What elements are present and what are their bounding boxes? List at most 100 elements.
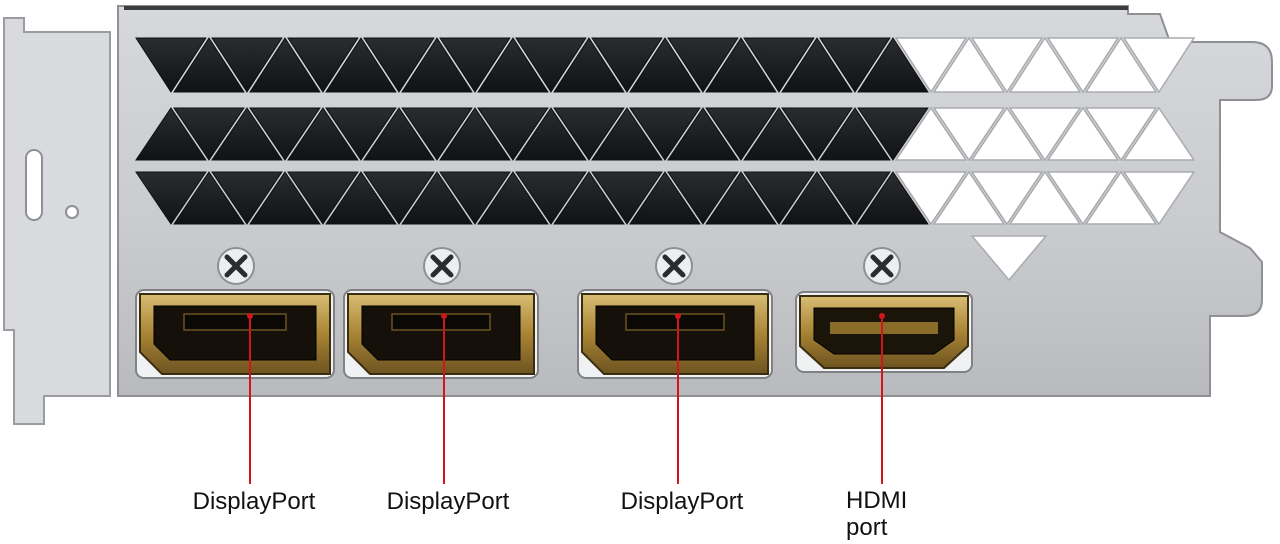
vent-hole: [363, 37, 435, 93]
leader-line: [441, 313, 447, 484]
vent-hole: [363, 107, 435, 161]
vent-hole: [667, 37, 739, 93]
vent-hole: [135, 171, 207, 225]
vent-hole: [1046, 106, 1120, 161]
screw-icon: [217, 247, 255, 285]
vent-hole: [1084, 36, 1158, 93]
vent-hole: [173, 107, 245, 161]
vent-hole: [401, 107, 473, 161]
vent-hole: [363, 171, 435, 225]
vent-hole: [477, 171, 549, 225]
vent-hole: [894, 37, 968, 94]
vent-hole: [705, 107, 777, 161]
hdmi-port: [795, 291, 973, 373]
vent-hole: [439, 37, 511, 93]
vent-hole: [401, 37, 473, 93]
vent-hole: [970, 37, 1044, 94]
screw-icon: [863, 247, 901, 285]
vent-hole: [173, 37, 245, 93]
vent-hole: [894, 171, 968, 226]
vent-hole: [857, 37, 929, 93]
displayport-label: DisplayPort: [192, 488, 316, 515]
vent-hole: [857, 171, 929, 225]
vent-hole: [629, 37, 701, 93]
displayport-label: DisplayPort: [386, 488, 510, 515]
vent-hole: [1122, 171, 1196, 226]
vent-hole: [1008, 107, 1082, 162]
vent-hole: [819, 107, 891, 161]
leader-line: [247, 313, 253, 484]
vent-hole: [553, 171, 625, 225]
displayport-port: [343, 289, 539, 379]
vent-hole: [249, 37, 321, 93]
vent-hole: [249, 171, 321, 225]
port-group: [135, 247, 973, 484]
vent-hole: [970, 171, 1044, 226]
vent-hole: [705, 171, 777, 225]
vent-hole: [743, 37, 815, 93]
vent-hole: [211, 171, 283, 225]
vent-hole: [667, 171, 739, 225]
vent-hole: [1084, 107, 1158, 162]
vent-hole: [781, 37, 853, 93]
leader-line: [675, 313, 681, 484]
vent-hole: [477, 37, 549, 93]
vent-hole: [515, 171, 587, 225]
vent-hole: [857, 107, 929, 161]
vent-hole: [325, 37, 397, 93]
vent-hole: [325, 171, 397, 225]
vent-hole: [173, 171, 245, 225]
vent-hole: [439, 107, 511, 161]
vent-hole: [591, 171, 663, 225]
vent-hole: [781, 171, 853, 225]
vent-hole: [211, 37, 283, 93]
vent-hole: [629, 107, 701, 161]
vent-hole: [932, 107, 1006, 162]
vent-hole: [743, 107, 815, 161]
vent-grille: [135, 36, 1196, 282]
displayport-port: [135, 289, 335, 379]
vent-hole: [515, 107, 587, 161]
leader-line: [879, 313, 885, 484]
vent-hole: [249, 107, 321, 161]
vent-hole: [515, 37, 587, 93]
vent-hole: [401, 171, 473, 225]
screw-icon: [655, 247, 693, 285]
vent-hole: [819, 171, 891, 225]
vent-hole: [705, 37, 777, 93]
vent-hole: [970, 235, 1048, 282]
vent-hole: [1084, 170, 1158, 225]
hdmi-port-label: HDMI port: [846, 487, 908, 541]
vent-hole: [781, 107, 853, 161]
vent-hole: [667, 107, 739, 161]
vent-hole: [439, 171, 511, 225]
vent-hole: [743, 171, 815, 225]
vent-hole: [591, 107, 663, 161]
vent-hole: [477, 107, 549, 161]
displayport-label: DisplayPort: [620, 488, 744, 515]
vent-hole: [1046, 171, 1120, 226]
vent-hole: [819, 37, 891, 93]
vent-hole: [553, 107, 625, 161]
vent-hole: [135, 37, 207, 93]
vent-hole: [591, 37, 663, 93]
vent-hole: [1008, 36, 1082, 93]
vent-hole: [932, 36, 1006, 93]
vent-hole: [1122, 106, 1196, 161]
vent-hole: [325, 107, 397, 161]
vent-hole: [629, 171, 701, 225]
vent-hole: [211, 107, 283, 161]
vent-hole: [932, 170, 1006, 225]
vent-hole: [287, 171, 359, 225]
vent-hole: [1046, 37, 1120, 94]
vent-hole: [287, 37, 359, 93]
vent-hole: [135, 107, 207, 161]
vent-hole: [894, 106, 968, 161]
vent-hole: [1122, 37, 1196, 94]
vent-hole: [970, 106, 1044, 161]
vent-hole: [287, 107, 359, 161]
vent-hole: [1008, 170, 1082, 225]
vent-hole: [553, 37, 625, 93]
screw-icon: [423, 247, 461, 285]
